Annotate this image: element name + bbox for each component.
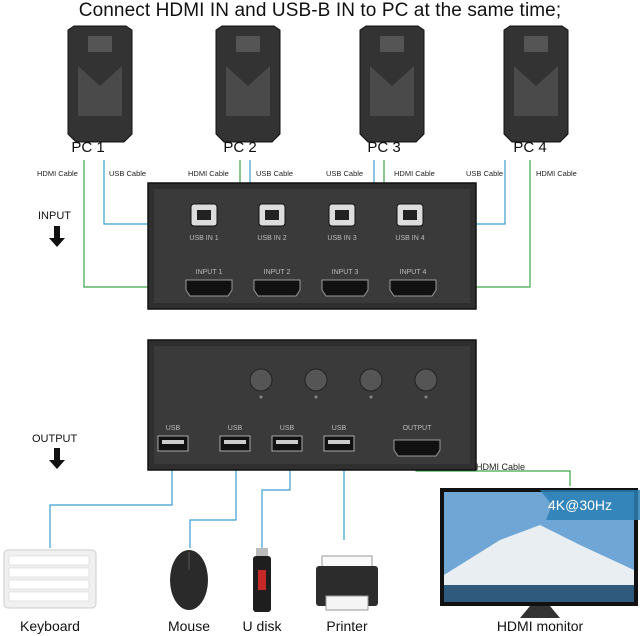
cable-label-usb-3: USB Cable <box>326 169 364 178</box>
monitor-image <box>440 488 640 618</box>
device-label-mouse: Mouse <box>167 618 211 634</box>
usb-cable-mouse <box>189 455 237 548</box>
cable-label-usb-1: USB Cable <box>109 169 147 178</box>
device-label-printer: Printer <box>326 618 368 634</box>
select-button-3 <box>359 368 383 392</box>
hdmi-in-port-1 <box>185 279 233 297</box>
cable-label-hdmi-2: HDMI Cable <box>188 169 229 178</box>
hdmi-in-label-4: INPUT 4 <box>399 269 427 276</box>
select-button-1 <box>249 368 273 392</box>
hdmi-in-port-2 <box>253 279 301 297</box>
hdmi-out-label: OUTPUT <box>402 425 432 432</box>
usb-in-label-2: USB IN 2 <box>257 235 287 242</box>
hdmi-in-port-4 <box>389 279 437 297</box>
device-label-monitor: HDMI monitor <box>496 618 584 634</box>
output-arrow-icon <box>49 448 65 469</box>
usb-in-label-3: USB IN 3 <box>327 235 357 242</box>
mouse-image <box>170 550 208 610</box>
usb-out-label-4: USB <box>331 425 347 432</box>
pc-label-3: PC 3 <box>367 139 401 156</box>
keyboard-image <box>3 549 97 609</box>
hdmi-in-port-3 <box>321 279 369 297</box>
usb-out-label-3: USB <box>279 425 295 432</box>
cable-label-hdmi-out: HDMI Cable <box>476 462 526 472</box>
input-arrow-icon <box>49 226 65 247</box>
output-label: OUTPUT <box>32 433 78 445</box>
monitor-resolution-badge: 4K@30Hz <box>548 497 613 513</box>
hdmi-in-label-2: INPUT 2 <box>263 269 291 276</box>
pc-towers <box>67 25 569 143</box>
device-label-keyboard: Keyboard <box>20 618 80 634</box>
pc-label-2: PC 2 <box>223 139 257 156</box>
cable-label-usb-4: USB Cable <box>466 169 504 178</box>
usb-out-label-1: USB <box>165 425 181 432</box>
cable-label-hdmi-3: HDMI Cable <box>394 169 435 178</box>
pc-label-4: PC 4 <box>513 139 547 156</box>
select-button-4 <box>414 368 438 392</box>
device-label-udisk: U disk <box>242 618 282 634</box>
select-button-2 <box>304 368 328 392</box>
cable-label-hdmi-4: HDMI Cable <box>536 169 577 178</box>
cable-label-usb-2: USB Cable <box>256 169 294 178</box>
usb-in-label-4: USB IN 4 <box>395 235 425 242</box>
diagram-title: Connect HDMI IN and USB-B IN to PC at th… <box>78 0 562 21</box>
usb-cable-udisk <box>261 455 291 548</box>
u-disk-image <box>253 548 271 612</box>
cable-label-hdmi-1: HDMI Cable <box>37 169 78 178</box>
hdmi-out-port <box>393 439 441 457</box>
hdmi-in-label-3: INPUT 3 <box>331 269 359 276</box>
printer-image <box>316 555 378 611</box>
input-label: INPUT <box>38 210 71 222</box>
usb-out-label-2: USB <box>227 425 243 432</box>
hdmi-in-label-1: INPUT 1 <box>195 269 223 276</box>
usb-cable-keyboard <box>49 455 173 548</box>
usb-in-label-1: USB IN 1 <box>189 235 219 242</box>
pc-label-1: PC 1 <box>71 139 105 156</box>
